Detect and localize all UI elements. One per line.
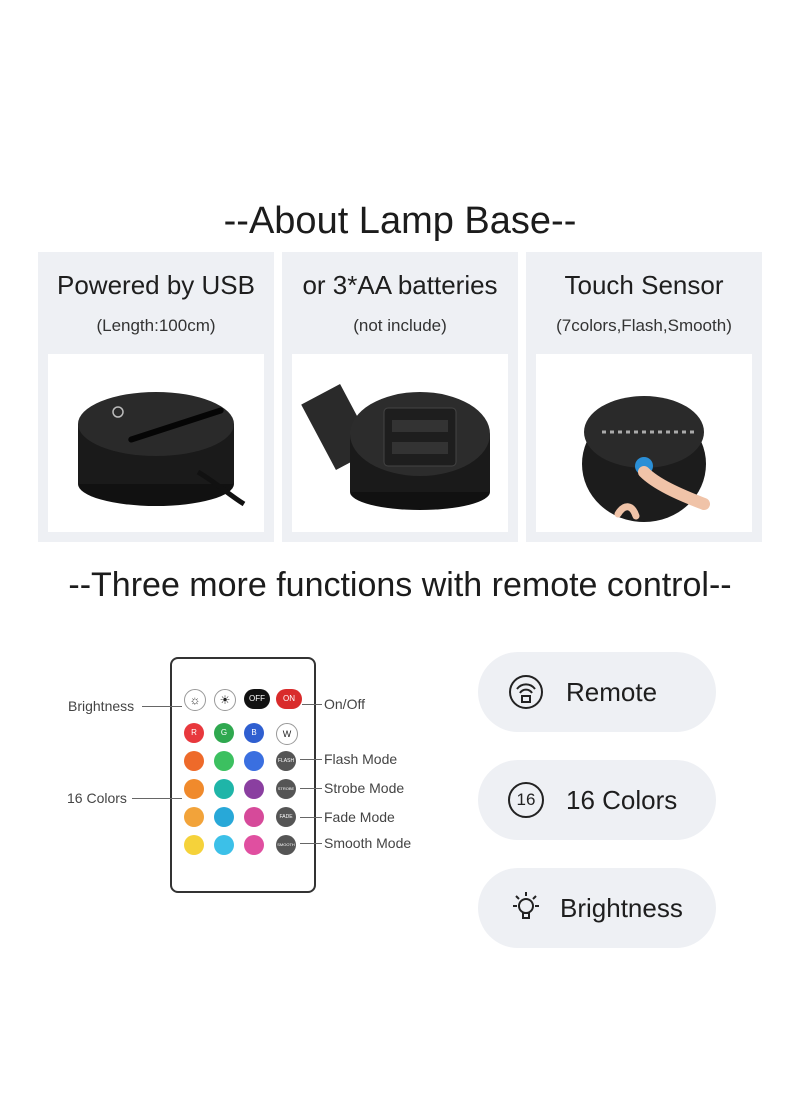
- sun-icon: ☼: [189, 693, 201, 707]
- panel-usb-heading: Powered by USB: [57, 270, 255, 300]
- callout-brightness: Brightness: [68, 698, 135, 714]
- remote-control: ☼ ☀ OFF ON R G B W FLASH STROBE FADE SMO…: [170, 657, 316, 893]
- color-button[interactable]: [184, 835, 204, 855]
- callout-flash-mode: Flash Mode: [324, 751, 398, 767]
- color-button[interactable]: [184, 807, 204, 827]
- remote-signal-icon: [508, 674, 544, 710]
- touch-sensor-image: [536, 354, 752, 532]
- brightness-up-button[interactable]: ☼: [184, 689, 206, 711]
- off-button[interactable]: OFF: [244, 689, 270, 709]
- feature-brightness: Brightness: [478, 868, 716, 948]
- remote-functions-title: --Three more functions with remote contr…: [68, 566, 732, 604]
- callout-strobe-mode: Strobe Mode: [324, 780, 405, 796]
- about-lamp-base-title: --About Lamp Base--: [223, 200, 577, 242]
- white-button[interactable]: W: [276, 723, 298, 745]
- panel-batteries-heading: or 3*AA batteries: [302, 270, 498, 300]
- callout-line: [300, 817, 322, 818]
- callout-line: [142, 706, 182, 707]
- callout-line: [300, 843, 322, 844]
- panel-touch-heading: Touch Sensor: [564, 270, 724, 300]
- flash-button[interactable]: FLASH: [276, 751, 296, 771]
- color-button[interactable]: [184, 779, 204, 799]
- green-button[interactable]: G: [214, 723, 234, 743]
- color-button[interactable]: [244, 835, 264, 855]
- feature-remote: Remote: [478, 652, 716, 732]
- sixteen-badge-icon: 16: [508, 782, 544, 818]
- panel-touch-subtitle: (7colors,Flash,Smooth): [556, 316, 732, 335]
- smooth-button[interactable]: SMOOTH: [276, 835, 296, 855]
- battery-compartment-image: [292, 354, 508, 532]
- callout-line: [132, 798, 182, 799]
- panel-usb-subtitle: (Length:100cm): [96, 316, 216, 335]
- color-button[interactable]: [184, 751, 204, 771]
- panel-batteries-subtitle: (not include): [353, 316, 447, 335]
- sun-dim-icon: ☀: [219, 693, 231, 707]
- bulb-icon: [508, 890, 544, 926]
- fade-button[interactable]: FADE: [276, 807, 296, 827]
- feature-remote-label: Remote: [566, 677, 658, 707]
- panel-batteries: or 3*AA batteries (not include): [282, 252, 518, 542]
- callout-line: [300, 759, 322, 760]
- callout-line: [302, 704, 322, 705]
- color-button[interactable]: [214, 751, 234, 771]
- callout-16-colors: 16 Colors: [67, 790, 127, 806]
- color-button[interactable]: [214, 779, 234, 799]
- usb-lamp-base-image: [48, 354, 264, 532]
- panel-usb: Powered by USB (Length:100cm): [38, 252, 274, 542]
- on-button[interactable]: ON: [276, 689, 302, 709]
- color-button[interactable]: [214, 835, 234, 855]
- color-button[interactable]: [244, 807, 264, 827]
- callout-fade-mode: Fade Mode: [324, 809, 395, 825]
- feature-16-colors-label: 16 Colors: [566, 785, 678, 815]
- blue-button[interactable]: B: [244, 723, 264, 743]
- strobe-button[interactable]: STROBE: [276, 779, 296, 799]
- brightness-down-button[interactable]: ☀: [214, 689, 236, 711]
- panel-touch-sensor: Touch Sensor (7colors,Flash,Smooth): [526, 252, 762, 542]
- feature-16-colors: 16 16 Colors: [478, 760, 716, 840]
- callout-smooth-mode: Smooth Mode: [324, 835, 412, 851]
- callout-on-off: On/Off: [324, 696, 365, 712]
- callout-line: [300, 788, 322, 789]
- color-button[interactable]: [244, 751, 264, 771]
- color-button[interactable]: [244, 779, 264, 799]
- feature-brightness-label: Brightness: [560, 893, 683, 923]
- color-button[interactable]: [214, 807, 234, 827]
- red-button[interactable]: R: [184, 723, 204, 743]
